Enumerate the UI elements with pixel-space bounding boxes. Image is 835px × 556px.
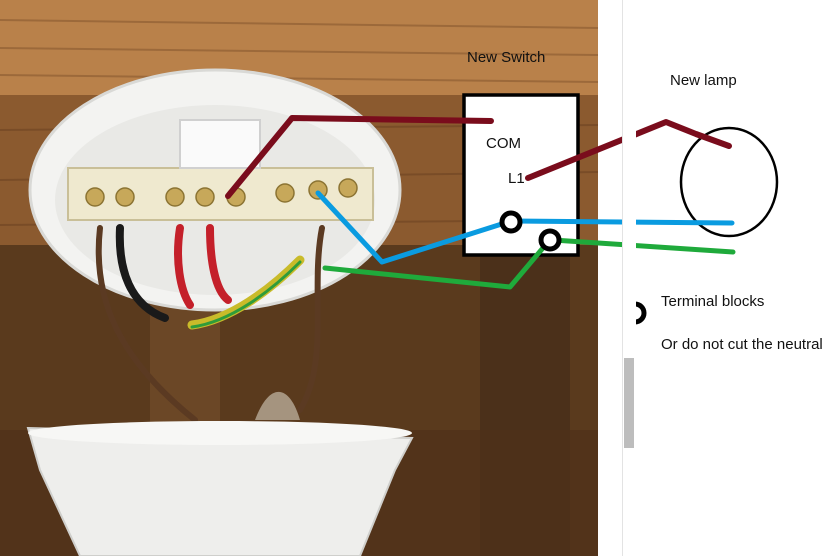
neutral-wire-from-rose <box>315 190 511 265</box>
scrollbar-thumb[interactable] <box>624 358 634 448</box>
live-wire-to-lamp <box>525 119 732 181</box>
l1-terminal-label: L1 <box>508 170 525 187</box>
com-terminal-label: COM <box>486 135 521 152</box>
new-lamp-label: New lamp <box>670 72 737 89</box>
photo-background <box>0 0 599 556</box>
live-wire-to-com <box>225 115 494 199</box>
earth-wire-to-lamp <box>550 237 736 255</box>
lamp-circle <box>679 126 779 238</box>
new-switch-label: New Switch <box>467 49 546 66</box>
terminal-block-earth <box>538 228 562 252</box>
neutral-note-label: Or do not cut the neutral <box>661 336 823 353</box>
scrollbar-track[interactable] <box>622 0 636 556</box>
earth-wire-from-rose <box>322 239 551 290</box>
legend-terminal-blocks-label: Terminal blocks <box>661 293 765 310</box>
terminal-block-neutral <box>499 210 523 234</box>
